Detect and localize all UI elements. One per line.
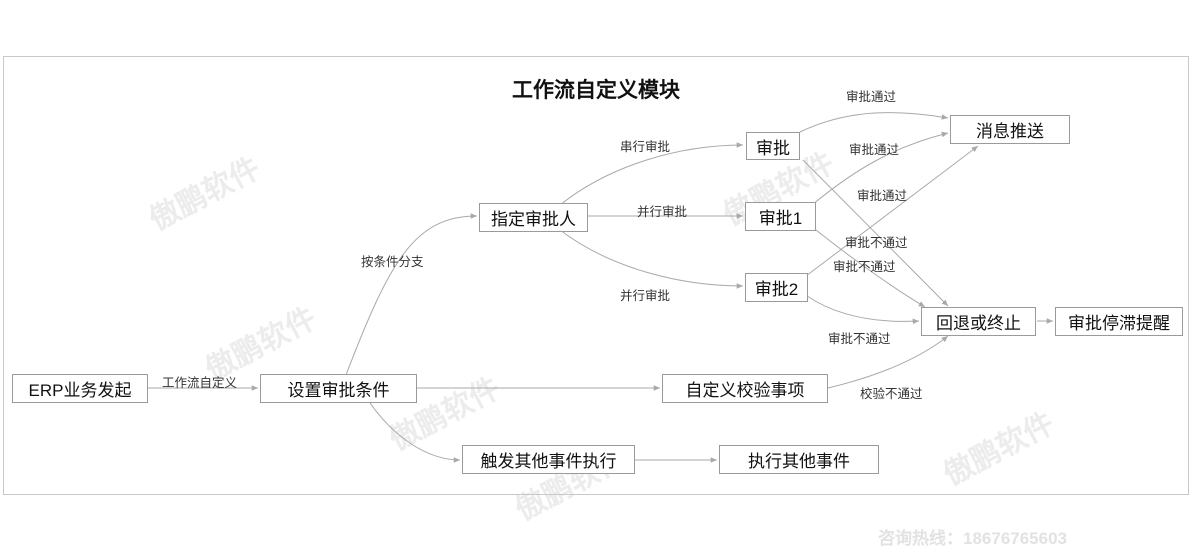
edge-label-e1: 工作流自定义 bbox=[162, 376, 238, 390]
node-approve: 审批 bbox=[746, 132, 800, 160]
edge-label-e9: 审批不通过 bbox=[845, 236, 908, 250]
edge-e9 bbox=[802, 159, 949, 307]
diagram-title: 工作流自定义模块 bbox=[512, 79, 680, 102]
edge-e10 bbox=[815, 229, 926, 308]
node-reminder: 审批停滞提醒 bbox=[1055, 307, 1183, 336]
edge-label-e3: 串行审批 bbox=[620, 140, 671, 154]
diagram-frame bbox=[3, 56, 1189, 495]
hotline-text: 咨询热线：18676765603 bbox=[878, 529, 1068, 548]
node-custom-check: 自定义校验事项 bbox=[662, 374, 828, 403]
edge-e14 bbox=[827, 335, 949, 389]
edge-e15 bbox=[367, 399, 461, 463]
node-trigger: 触发其他事件执行 bbox=[462, 445, 635, 474]
node-start: ERP业务发起 bbox=[12, 374, 148, 403]
edge-e5 bbox=[559, 229, 744, 289]
node-push: 消息推送 bbox=[950, 115, 1070, 144]
edge-label-e2: 按条件分支 bbox=[361, 255, 424, 269]
edge-label-e11: 审批不通过 bbox=[828, 332, 891, 346]
node-approve1: 审批1 bbox=[745, 202, 816, 231]
edge-e3 bbox=[559, 142, 744, 206]
edge-label-e5: 并行审批 bbox=[620, 289, 671, 303]
edge-e11 bbox=[806, 295, 920, 325]
edge-label-e10: 审批不通过 bbox=[833, 260, 896, 274]
edge-e6 bbox=[799, 112, 949, 133]
edge-label-e14: 校验不通过 bbox=[860, 387, 923, 401]
node-rollback: 回退或终止 bbox=[921, 307, 1036, 336]
edge-label-e7: 审批通过 bbox=[849, 143, 900, 157]
edge-label-e8: 审批通过 bbox=[857, 189, 908, 203]
node-cond: 设置审批条件 bbox=[260, 374, 417, 403]
edge-label-e6: 审批通过 bbox=[846, 90, 897, 104]
node-exec-other: 执行其他事件 bbox=[719, 445, 879, 474]
edge-e7 bbox=[811, 131, 949, 206]
edge-e8 bbox=[805, 145, 979, 277]
node-approve2: 审批2 bbox=[745, 273, 808, 302]
edge-e2 bbox=[345, 213, 478, 376]
edge-label-e4: 并行审批 bbox=[637, 205, 688, 219]
node-assign: 指定审批人 bbox=[479, 203, 588, 232]
